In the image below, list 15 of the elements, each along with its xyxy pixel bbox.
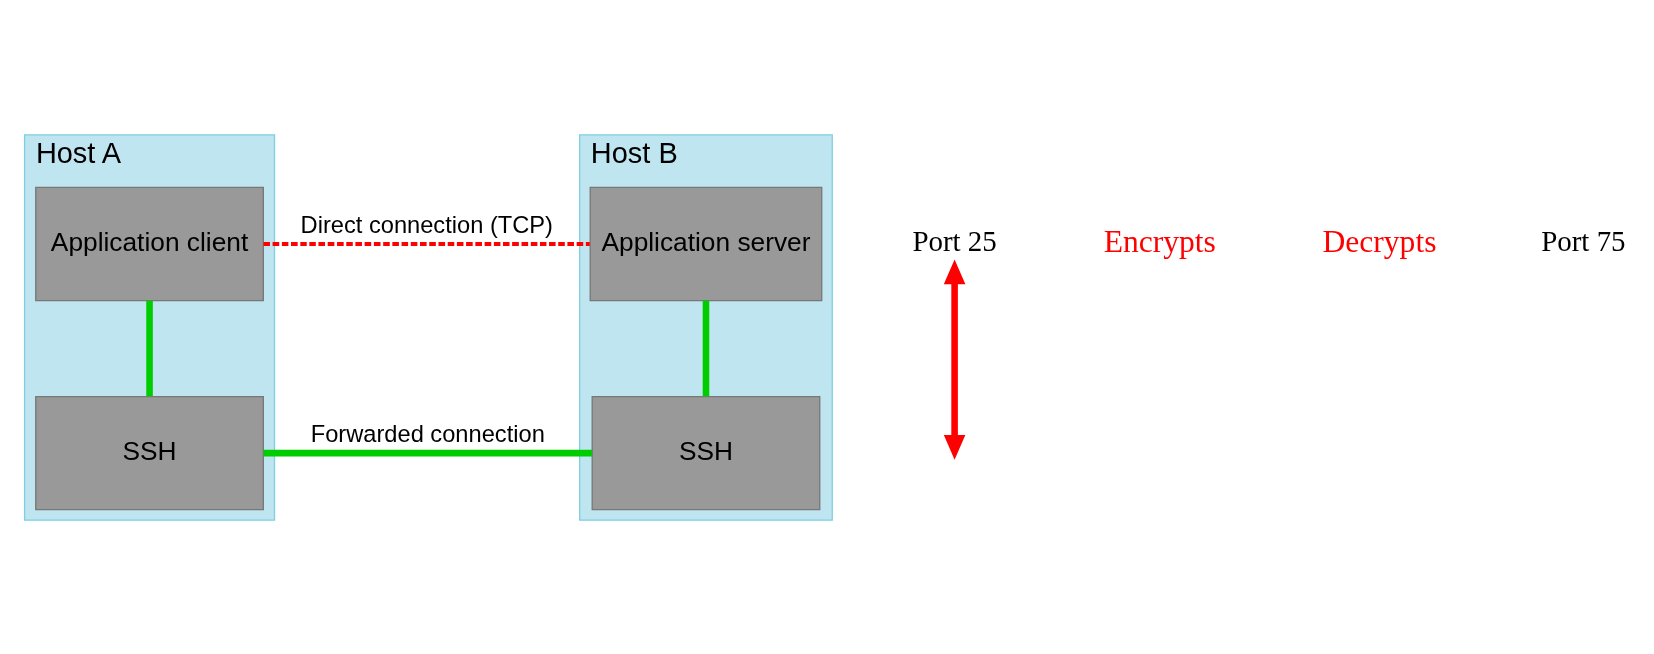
node-box: SSH [35, 395, 264, 510]
connector [146, 300, 153, 396]
connector [263, 241, 590, 246]
label: Encrypts [1103, 223, 1216, 259]
edge-label: Forwarded connection [310, 420, 545, 447]
connector [263, 449, 593, 456]
arrow [943, 259, 966, 460]
node-box: Application server [589, 186, 823, 301]
node-box: Application client [35, 186, 264, 301]
node-text: Port 25 [912, 224, 997, 257]
node-box: SSH [591, 395, 821, 510]
connector [702, 300, 710, 396]
edge-label: Direct connection (TCP) [300, 211, 553, 238]
label: Decrypts [1322, 223, 1437, 259]
label: Port 75 [1541, 224, 1626, 257]
